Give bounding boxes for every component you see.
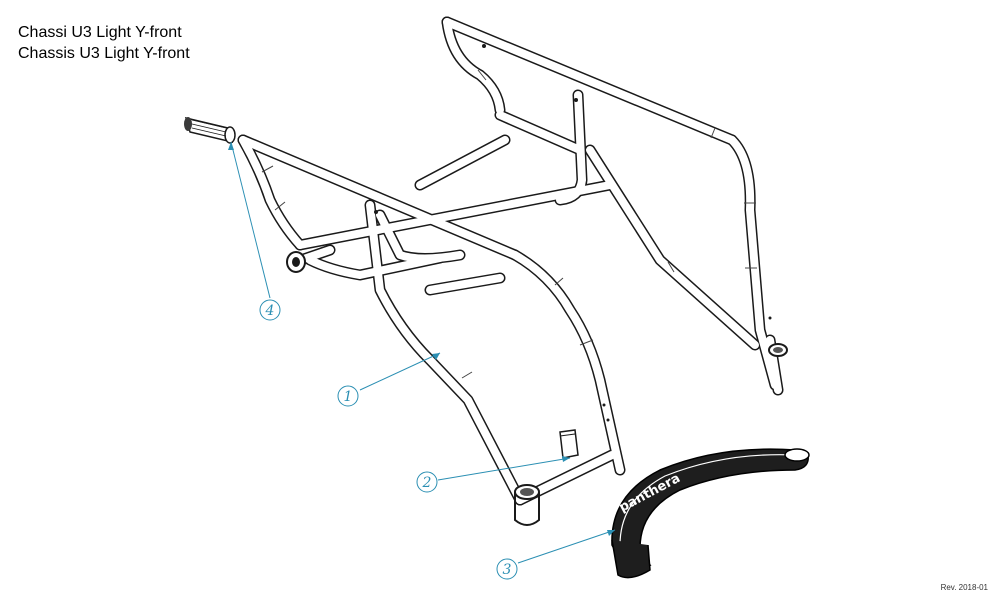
callout-1-label: 1 bbox=[344, 389, 353, 405]
callout-3-label: 3 bbox=[503, 562, 512, 578]
axle-tube bbox=[286, 251, 306, 273]
chassis-frame bbox=[237, 16, 784, 506]
callout-3: 3 bbox=[496, 558, 518, 580]
title-line-swedish: Chassi U3 Light Y-front bbox=[18, 24, 182, 41]
frame-tab-part bbox=[559, 429, 579, 459]
revision-label: Rev. 2018-01 bbox=[940, 583, 988, 592]
callout-2-arrow bbox=[562, 456, 570, 462]
diagram-title: Chassi U3 Light Y-front Chassis U3 Light… bbox=[18, 22, 190, 64]
title-line-english: Chassis U3 Light Y-front bbox=[18, 45, 190, 62]
callout-1: 1 bbox=[337, 385, 359, 407]
callout-4-label: 4 bbox=[265, 303, 275, 319]
callout-2: 2 bbox=[416, 471, 438, 493]
callout-2-label: 2 bbox=[422, 475, 432, 491]
caster-socket-rear bbox=[768, 343, 788, 357]
callout-4: 4 bbox=[259, 299, 281, 321]
caster-socket-front bbox=[514, 484, 540, 526]
callout-3-arrow bbox=[607, 530, 615, 536]
axle-sleeve-part bbox=[184, 116, 236, 144]
foot-guard-part: panthera bbox=[611, 448, 810, 579]
callout-1-arrow bbox=[432, 353, 440, 360]
callouts bbox=[230, 141, 616, 564]
callout-4-arrow bbox=[228, 142, 234, 150]
